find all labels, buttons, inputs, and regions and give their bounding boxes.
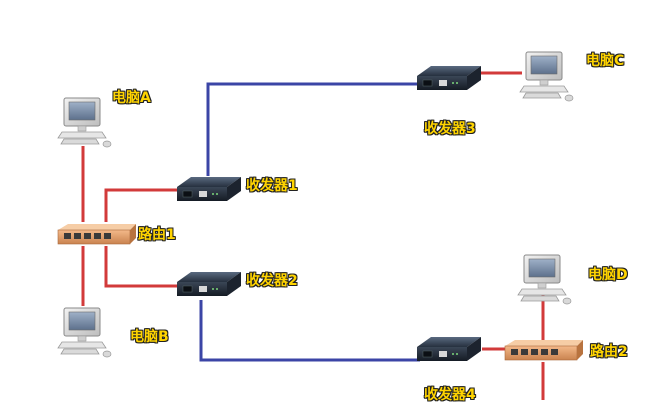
transceiver-2-label: 收发器2 — [246, 273, 298, 289]
computer-a-label: 电脑A — [112, 90, 151, 106]
computer-c-label: 电脑C — [586, 53, 625, 69]
fiber-transceiver-2-transceiver-4 — [199, 300, 420, 362]
transceiver-4-icon[interactable] — [416, 336, 482, 362]
transceiver-1-label: 收发器1 — [246, 178, 298, 194]
fiber-transceiver-1-transceiver-3 — [206, 82, 420, 176]
router-1-label: 路由1 — [138, 227, 176, 243]
router-2-icon[interactable] — [504, 339, 584, 361]
transceiver-3-icon[interactable] — [416, 65, 482, 91]
router-1-icon[interactable] — [57, 223, 137, 245]
computer-b-label: 电脑B — [130, 329, 169, 345]
transceiver-3-label: 收发器3 — [424, 121, 476, 137]
computer-c-icon[interactable] — [519, 51, 574, 102]
cable-router-1-transceiver-1 — [104, 188, 180, 222]
transceiver-4-label: 收发器4 — [424, 387, 476, 403]
computer-d-icon[interactable] — [517, 254, 572, 305]
computer-a-icon[interactable] — [57, 97, 112, 148]
transceiver-2-icon[interactable] — [176, 271, 242, 297]
cable-router-1-transceiver-2 — [104, 246, 180, 288]
fiber-cables — [199, 82, 420, 362]
transceiver-1-icon[interactable] — [176, 176, 242, 202]
computer-b-icon[interactable] — [57, 307, 112, 358]
router-2-label: 路由2 — [590, 344, 628, 360]
computer-d-label: 电脑D — [588, 267, 628, 283]
